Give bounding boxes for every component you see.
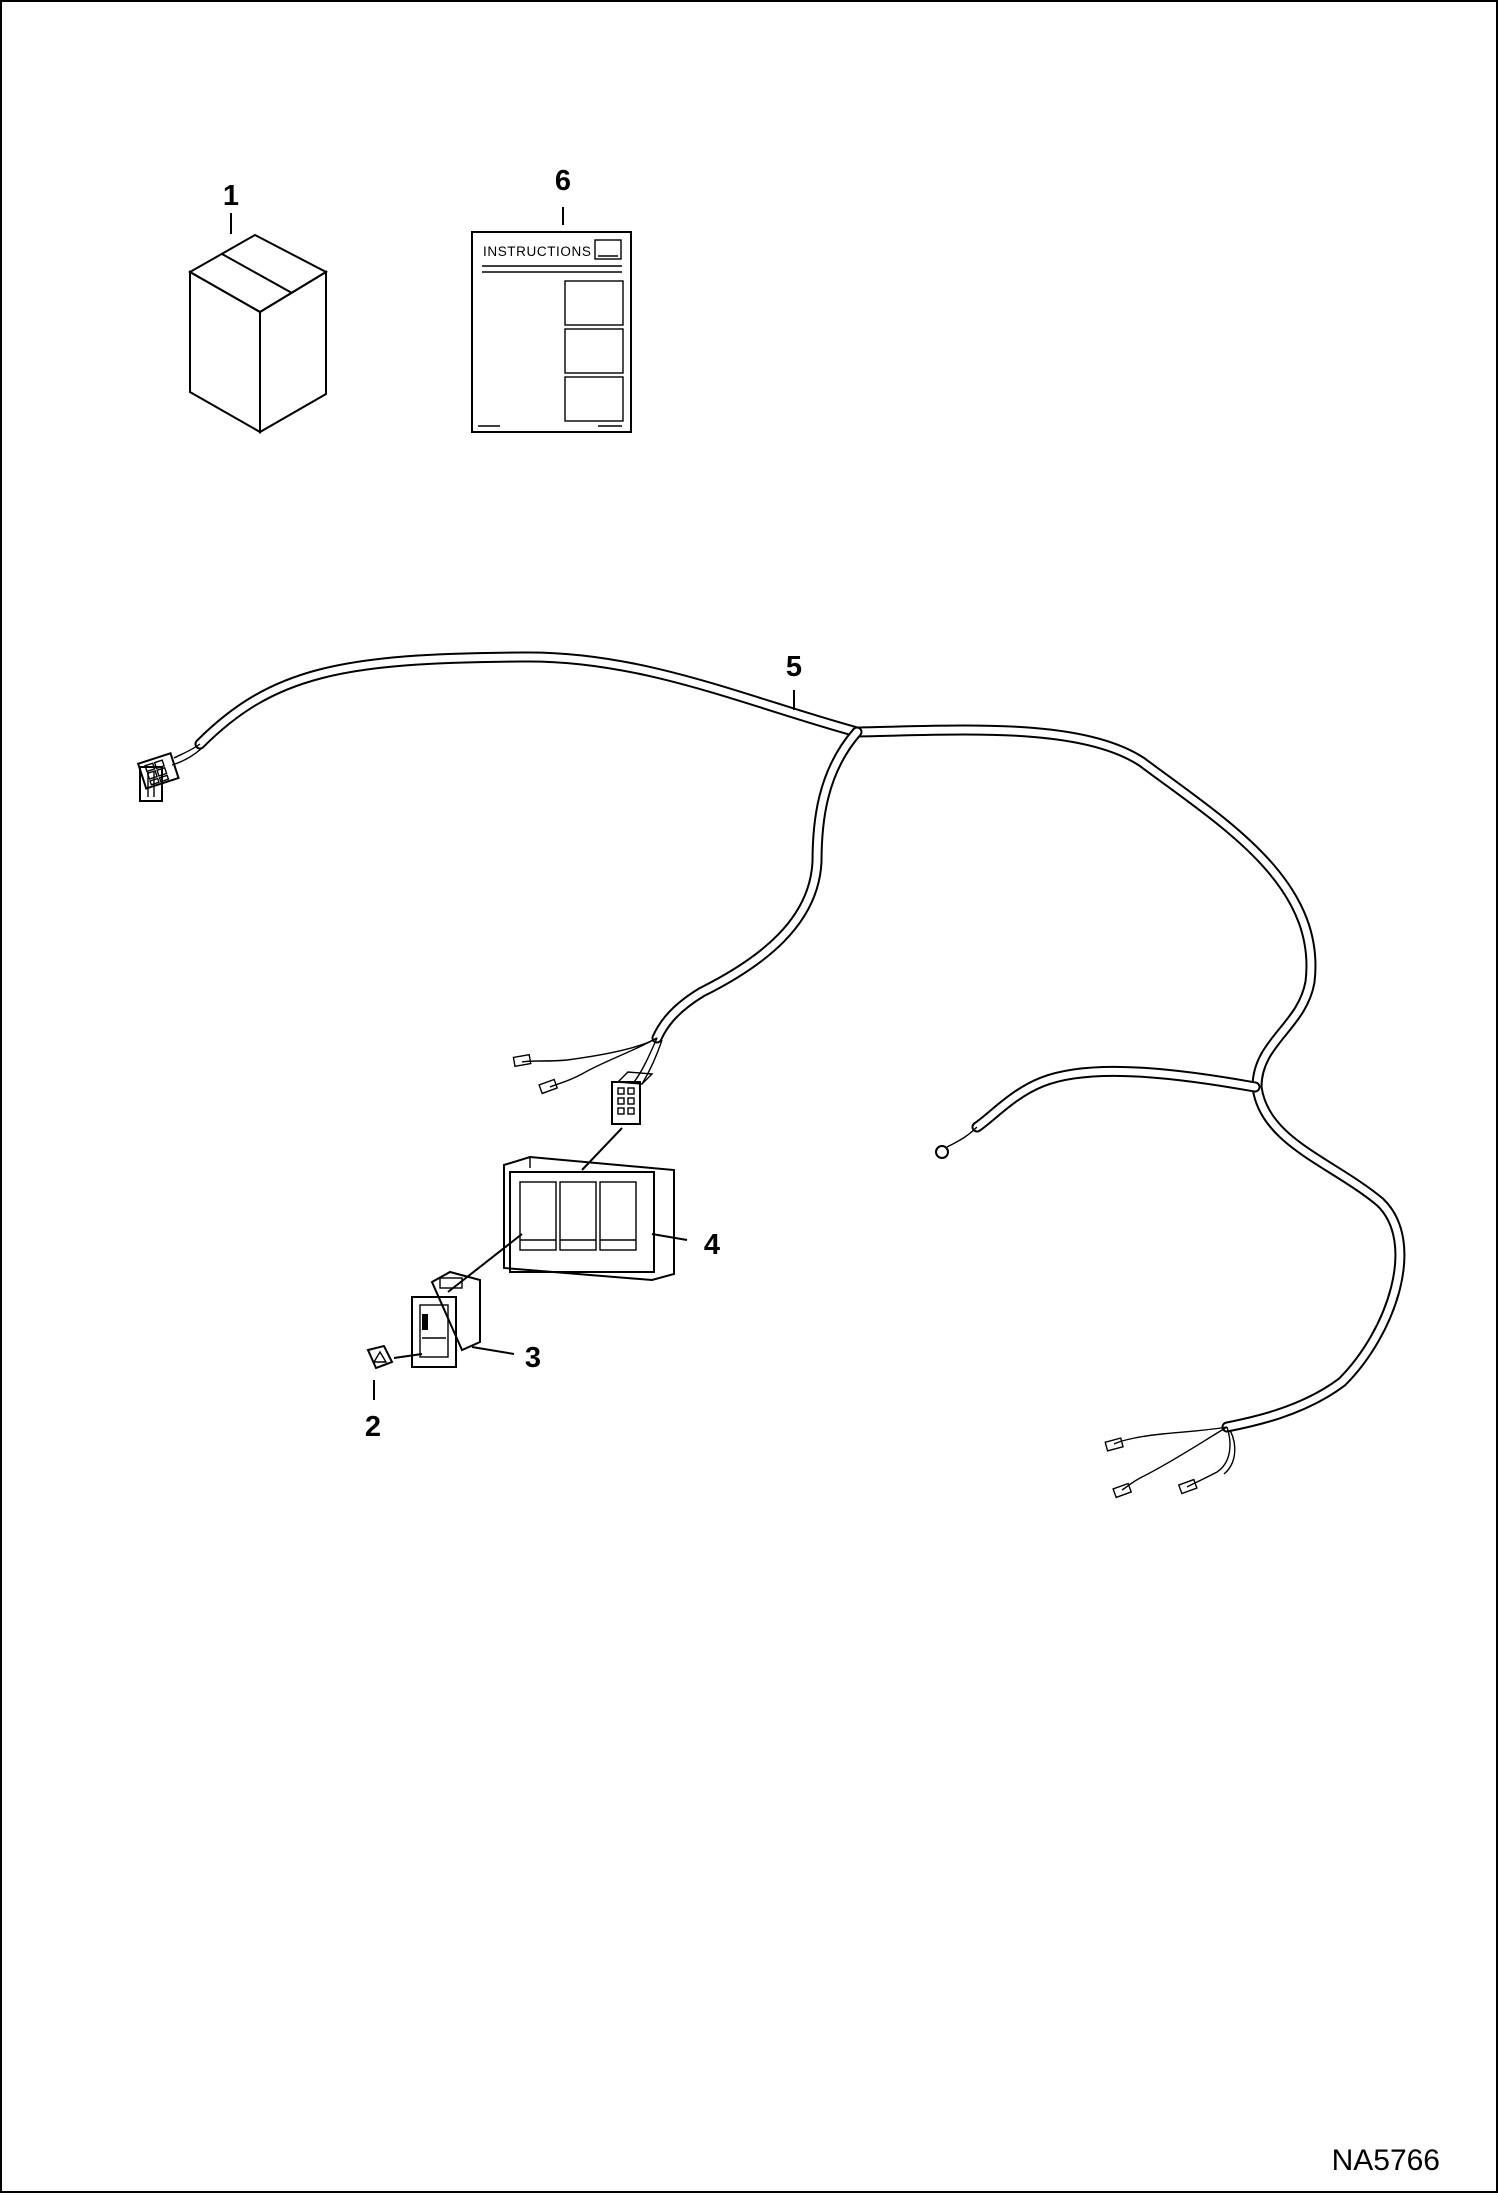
rocker-switch xyxy=(411,1233,523,1368)
box-part xyxy=(187,213,329,434)
switch-lens xyxy=(366,1344,423,1400)
callout-3: 3 xyxy=(525,1342,541,1374)
callout-4: 4 xyxy=(704,1229,720,1261)
callout-2: 2 xyxy=(365,1411,381,1443)
wiring-harness xyxy=(136,651,1406,1499)
drawing-number: NA5766 xyxy=(1332,2144,1440,2177)
switch-panel xyxy=(503,1127,688,1282)
instructions-heading: INSTRUCTIONS xyxy=(483,244,591,259)
callout-1: 1 xyxy=(223,180,239,212)
callout-6: 6 xyxy=(555,165,571,197)
instructions-sheet: INSTRUCTIONS xyxy=(471,207,632,433)
callout-5: 5 xyxy=(786,651,802,683)
